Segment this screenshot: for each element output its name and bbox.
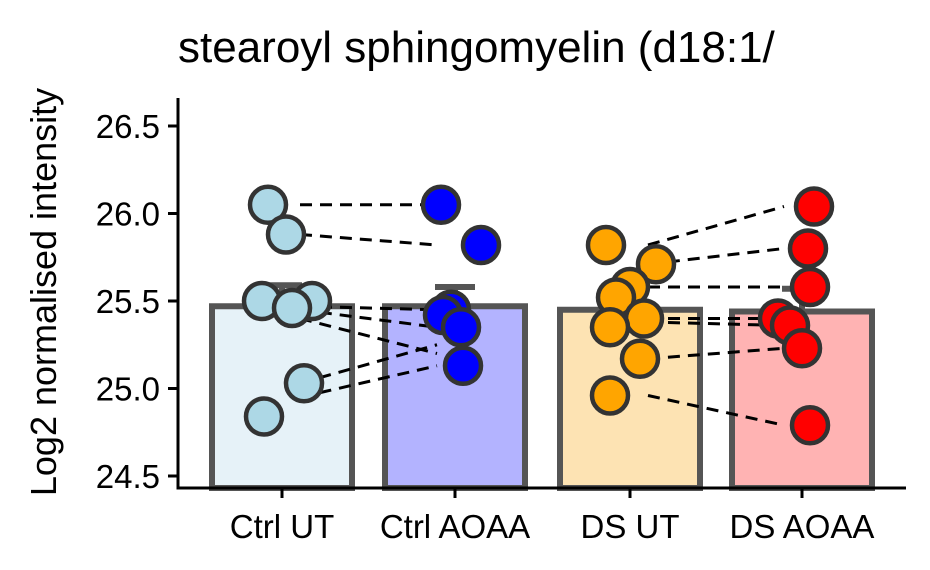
data-point — [623, 298, 665, 339]
data-point — [589, 375, 631, 416]
x-tick-label: DS AOAA — [730, 508, 875, 545]
data-point — [243, 396, 285, 437]
data-point — [247, 184, 289, 225]
data-point — [789, 266, 831, 308]
bar-ctrl-ut — [209, 303, 355, 491]
data-point — [787, 228, 829, 269]
bar-ds-ut — [557, 306, 703, 491]
x-tick-label: Ctrl AOAA — [380, 508, 530, 545]
data-point — [442, 345, 484, 386]
x-tick-label: DS UT — [581, 508, 680, 545]
data-point — [420, 184, 462, 225]
data-point — [271, 287, 313, 329]
y-tick-label: 26.5 — [96, 108, 160, 145]
data-point — [460, 224, 502, 266]
pair-line — [647, 346, 785, 361]
x-tick-label: Ctrl UT — [230, 508, 334, 545]
y-axis-label: Log2 normalised intensity — [23, 88, 64, 496]
pair-line — [299, 233, 438, 247]
data-point — [440, 307, 482, 348]
pair-line — [647, 205, 785, 247]
y-tick-label: 25.5 — [96, 283, 160, 320]
y-tick-label: 25.0 — [96, 371, 160, 408]
pair-line — [299, 317, 438, 355]
data-point — [283, 363, 325, 404]
data-point — [265, 214, 307, 255]
data-point — [635, 244, 677, 285]
pair-line — [647, 320, 785, 327]
pair-lines-layer — [299, 203, 785, 427]
chart-title: stearoyl sphingomyelin (d18:1/ — [178, 23, 776, 72]
pair-line — [647, 394, 785, 427]
data-point — [793, 186, 835, 227]
data-point — [789, 405, 831, 446]
data-point — [781, 328, 823, 369]
points-layer — [241, 184, 835, 446]
y-tick-label: 24.5 — [96, 458, 160, 495]
y-tick-label: 26.0 — [96, 196, 160, 233]
data-point — [585, 224, 627, 266]
data-point — [619, 338, 661, 379]
pair-line — [299, 364, 438, 399]
data-point — [589, 307, 631, 348]
